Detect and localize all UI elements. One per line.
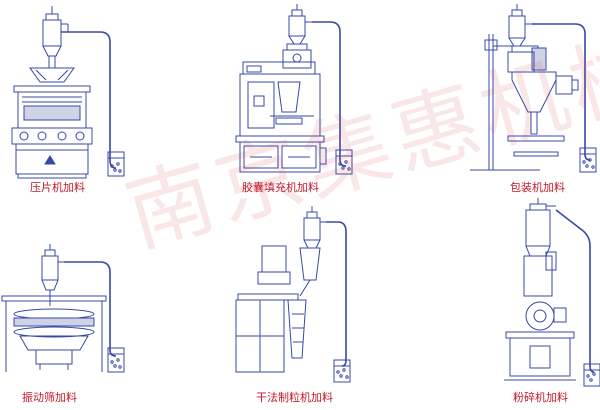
caption-vibrating-sieve: 振动筛加料 xyxy=(22,391,77,404)
dry-granulator-drawing xyxy=(235,206,351,383)
caption-pulverizer: 粉碎机加料 xyxy=(513,391,568,404)
caption-capsule-filler: 胶囊填充机加料 xyxy=(242,181,319,194)
tablet-press-drawing xyxy=(11,6,125,179)
caption-dry-granulator: 干法制粒机加料 xyxy=(256,391,333,404)
caption-tablet-press: 压片机加料 xyxy=(30,181,85,194)
packing-machine-drawing xyxy=(470,4,597,173)
capsule-filler-drawing xyxy=(235,4,353,175)
pulverizer-drawing xyxy=(504,198,600,387)
vibrating-sieve-drawing xyxy=(1,244,125,373)
caption-packing-machine: 包装机加料 xyxy=(510,181,565,194)
